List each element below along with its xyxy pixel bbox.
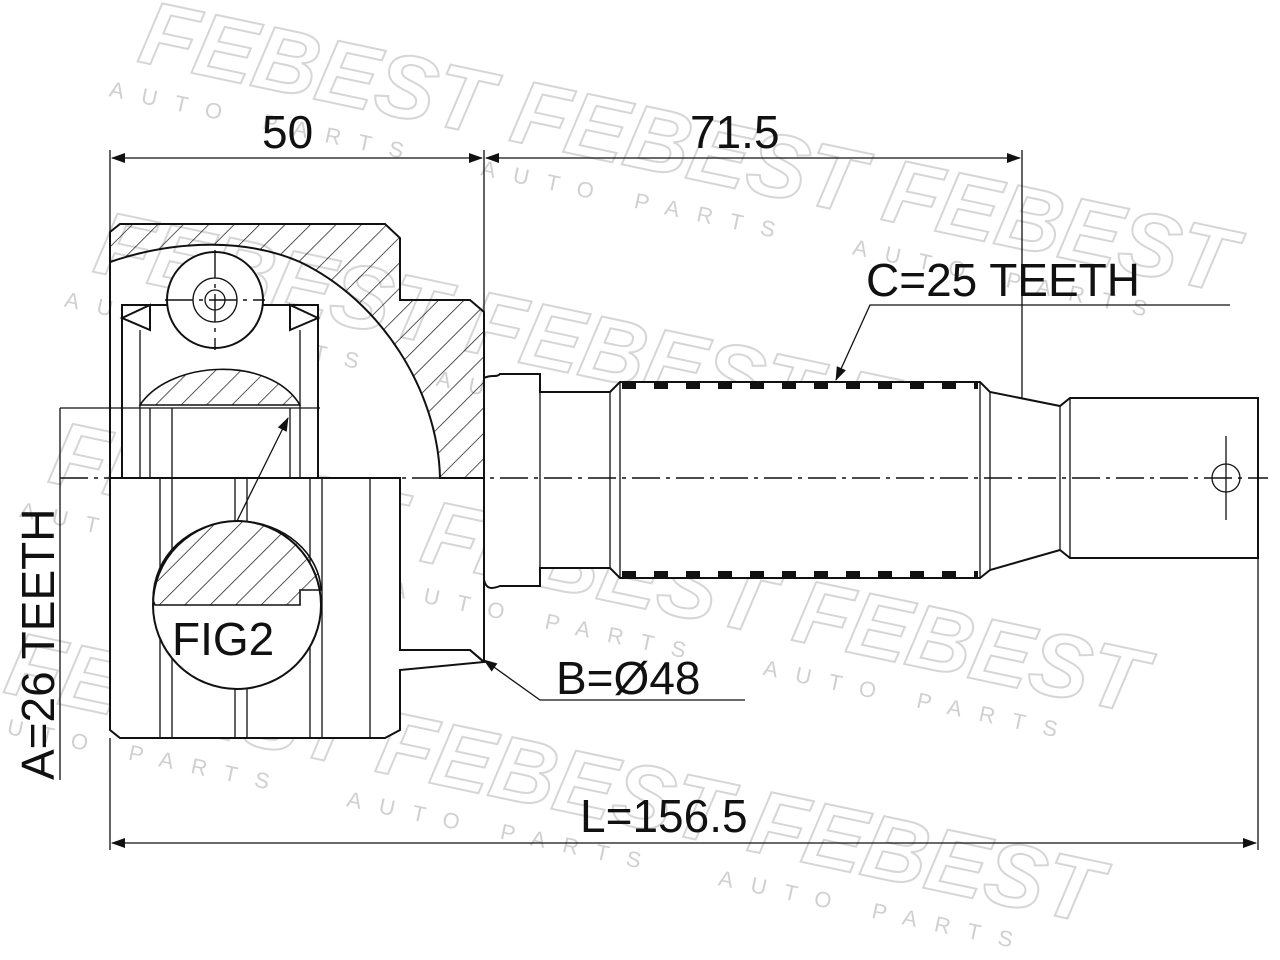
fig2-detail: FIG2 — [152, 417, 322, 690]
fig2-label: FIG2 — [172, 613, 274, 665]
shaft-splines — [622, 383, 978, 577]
dim-l-length: L=156.5 — [580, 790, 748, 842]
dim-b-diameter: B=Ø48 — [556, 652, 701, 704]
dim-71-5: 71.5 — [690, 106, 780, 158]
dim-c-teeth: C=25 TEETH — [866, 254, 1140, 306]
shaft — [483, 373, 1259, 589]
dim-50: 50 — [262, 106, 313, 158]
dimension-lines — [59, 150, 1259, 850]
inner-race — [60, 303, 321, 479]
dim-a-teeth: A=26 TEETH — [12, 509, 64, 780]
ball — [165, 250, 265, 350]
